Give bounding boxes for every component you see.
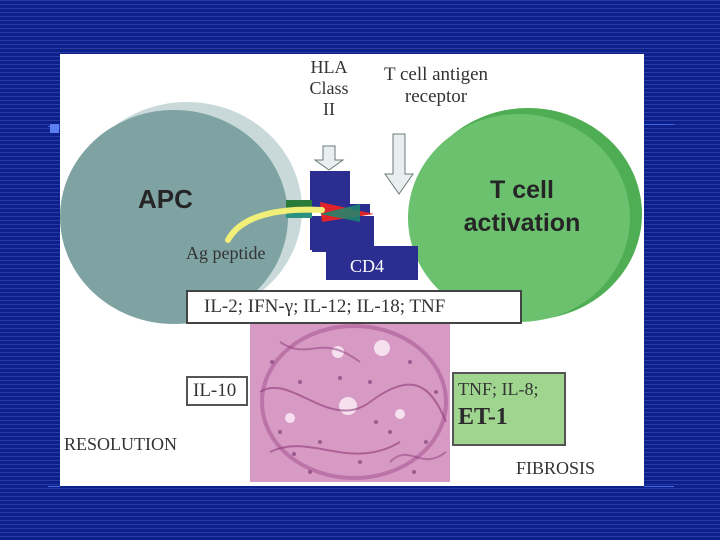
peptide-teal-wedge xyxy=(320,204,360,222)
apc-teal-strip xyxy=(286,208,312,218)
cytokines-box: IL-2; IFN-γ; IL-12; IL-18; TNF xyxy=(186,290,522,324)
bullet-square xyxy=(50,124,59,133)
apc-green-strip xyxy=(286,200,312,208)
tcr-arrow xyxy=(384,133,414,195)
hla-class-ii-label: HLA Class II xyxy=(309,57,349,119)
tcell-label: T cell activation xyxy=(463,176,581,237)
fibrosis-mediators-box: TNF; IL-8; ET-1 xyxy=(452,372,566,446)
hla-arrow xyxy=(313,145,345,171)
tcr-label: T cell antigen receptor xyxy=(383,64,489,107)
apc-label: APC xyxy=(138,184,193,214)
fibrosis-label: FIBROSIS xyxy=(516,458,596,478)
cytokines-label: IL-2; IFN-γ; IL-12; IL-18; TNF xyxy=(204,296,446,317)
fibrosis-mediators-line1: TNF; IL-8; xyxy=(458,379,539,399)
il10-label: IL-10 xyxy=(193,380,237,401)
cd4-block xyxy=(326,246,418,280)
diagram-panel: APC T cell activation HLA Class II T cel… xyxy=(60,54,644,486)
hla-block-top xyxy=(310,171,350,209)
footer-line-right xyxy=(644,486,674,487)
title-underline-right xyxy=(644,124,674,125)
footer-line-left xyxy=(48,486,60,487)
ag-peptide-label: Ag peptide xyxy=(186,243,266,263)
histology-image xyxy=(250,322,450,482)
cd4-label: CD4 xyxy=(350,256,385,276)
il10-box: IL-10 xyxy=(186,376,248,406)
resolution-label: RESOLUTION xyxy=(64,434,177,454)
fibrosis-mediators-line2: ET-1 xyxy=(458,404,508,430)
ag-peptide-strand xyxy=(225,206,325,243)
receptor-complex xyxy=(225,133,418,280)
tcell xyxy=(408,114,630,322)
